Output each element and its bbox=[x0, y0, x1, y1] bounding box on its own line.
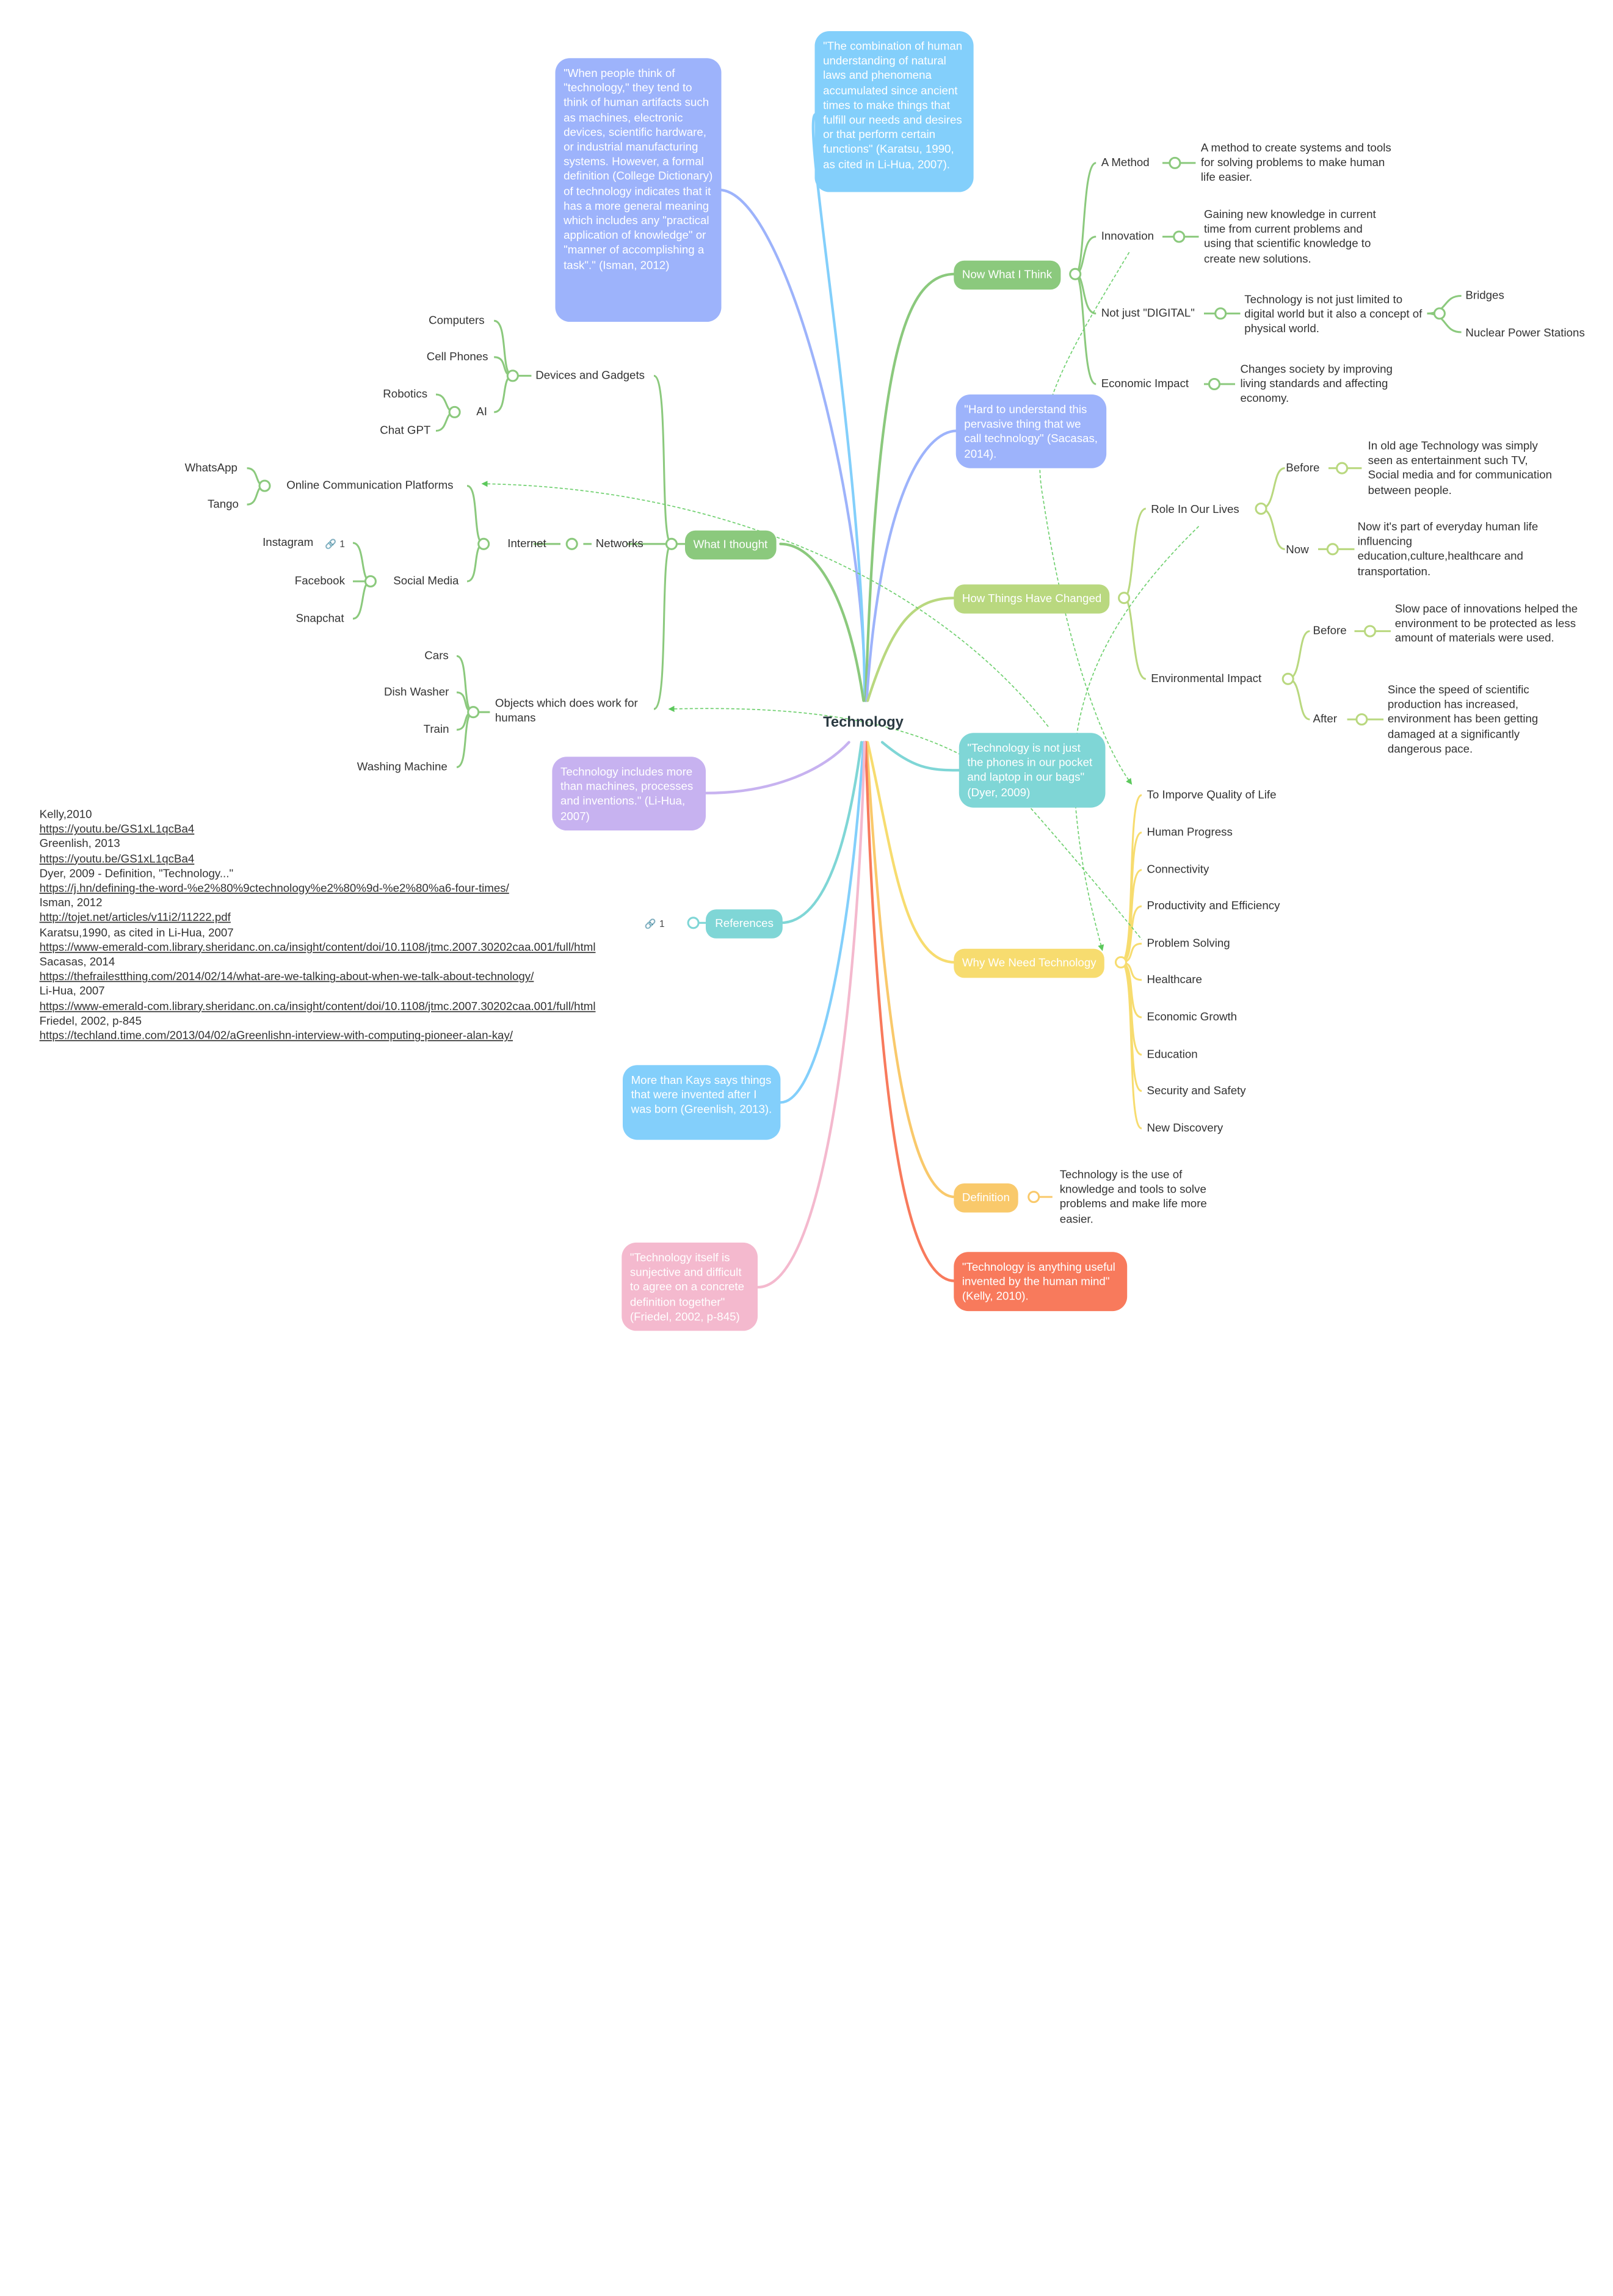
reference-citation: Li-Hua, 2007 bbox=[39, 986, 105, 998]
object-item[interactable]: Washing Machine bbox=[357, 761, 448, 774]
link-count: 1 bbox=[339, 539, 345, 550]
branch-references[interactable]: References bbox=[706, 909, 783, 939]
branch-now-what-i-think[interactable]: Now What I Think bbox=[954, 260, 1060, 290]
innovation-description[interactable]: Gaining new knowledge in current time fr… bbox=[1204, 208, 1376, 266]
reference-link[interactable]: https://techland.time.com/2013/04/02/aGr… bbox=[39, 1030, 513, 1042]
topic-internet[interactable]: Internet bbox=[507, 537, 546, 550]
env-before-description[interactable]: Slow pace of innovations helped the envi… bbox=[1394, 603, 1578, 645]
economic-description[interactable]: Changes society by improving living stan… bbox=[1240, 363, 1393, 405]
need-item[interactable]: Education bbox=[1147, 1048, 1198, 1061]
root-topic[interactable]: Technology bbox=[823, 713, 904, 730]
quote-dyer[interactable]: "Technology is not just the phones in ou… bbox=[959, 733, 1106, 808]
need-item[interactable]: To Imporve Quality of Life bbox=[1147, 789, 1277, 802]
connector-lines bbox=[247, 112, 1462, 1289]
platform-item[interactable]: WhatsApp bbox=[184, 462, 237, 474]
env-after-label[interactable]: After bbox=[1313, 713, 1337, 726]
need-item[interactable]: Security and Safety bbox=[1147, 1084, 1246, 1097]
branch-how-things-have-changed[interactable]: How Things Have Changed bbox=[954, 584, 1110, 614]
topic-role-in-our-lives[interactable]: Role In Our Lives bbox=[1151, 503, 1239, 516]
reference-citation: Greenlish, 2013 bbox=[39, 838, 120, 851]
quote-karatsu[interactable]: "The combination of human understanding … bbox=[814, 31, 974, 192]
reference-link[interactable]: https://youtu.be/GS1xL1qcBa4 bbox=[39, 823, 195, 836]
platform-item[interactable]: Tango bbox=[208, 498, 239, 511]
role-now-label[interactable]: Now bbox=[1286, 543, 1309, 557]
link-count: 1 bbox=[659, 918, 665, 929]
reference-citation: Kelly,2010 bbox=[39, 808, 92, 821]
topic-online-communication-platforms[interactable]: Online Communication Platforms bbox=[286, 479, 454, 492]
reference-link[interactable]: https://www-emerald-com.library.sheridan… bbox=[39, 941, 596, 954]
reference-link[interactable]: https://thefrailestthing.com/2014/02/14/… bbox=[39, 970, 534, 984]
reference-link[interactable]: https://www-emerald-com.library.sheridan… bbox=[39, 1000, 596, 1013]
env-before-label[interactable]: Before bbox=[1313, 625, 1347, 638]
role-before-description[interactable]: In old age Technology was simply seen as… bbox=[1368, 440, 1553, 497]
reference-citation: Karatsu,1990, as cited in Li-Hua, 2007 bbox=[39, 926, 234, 939]
object-item[interactable]: Cars bbox=[424, 650, 449, 663]
reference-link[interactable]: https://j.hn/defining-the-word-%e2%80%9c… bbox=[39, 882, 509, 895]
ai-item[interactable]: Chat GPT bbox=[380, 424, 431, 437]
social-item[interactable]: Facebook bbox=[294, 575, 345, 588]
digital-description[interactable]: Technology is not just limited to digita… bbox=[1244, 294, 1423, 336]
topic-economic-impact[interactable]: Economic Impact bbox=[1101, 377, 1189, 391]
need-item[interactable]: Connectivity bbox=[1147, 863, 1209, 876]
topic-innovation[interactable]: Innovation bbox=[1101, 230, 1154, 243]
reference-citation: Isman, 2012 bbox=[39, 897, 103, 910]
example-bridges[interactable]: Bridges bbox=[1465, 289, 1504, 302]
branch-what-i-thought[interactable]: What I thought bbox=[685, 530, 776, 560]
device-item[interactable]: Cell Phones bbox=[426, 351, 488, 363]
object-item[interactable]: Dish Washer bbox=[384, 686, 449, 699]
topic-objects[interactable]: Objects which does work for humans bbox=[495, 697, 638, 725]
reference-citation: Friedel, 2002, p-845 bbox=[39, 1015, 142, 1028]
quote-friedel[interactable]: "Technology itself is sunjective and dif… bbox=[622, 1242, 758, 1331]
device-item[interactable]: Computers bbox=[429, 314, 485, 327]
topic-devices-and-gadgets[interactable]: Devices and Gadgets bbox=[535, 369, 645, 382]
object-item[interactable]: Train bbox=[423, 723, 449, 736]
topic-environmental-impact[interactable]: Environmental Impact bbox=[1151, 672, 1262, 685]
topic-ai[interactable]: AI bbox=[476, 405, 487, 419]
branch-definition[interactable]: Definition bbox=[954, 1183, 1018, 1213]
social-item[interactable]: Snapchat bbox=[295, 612, 344, 625]
reference-citation: Sacasas, 2014 bbox=[39, 956, 115, 969]
social-item[interactable]: Instagram bbox=[263, 536, 314, 550]
topic-social-media[interactable]: Social Media bbox=[393, 575, 459, 588]
link-icon[interactable]: 🔗 1 bbox=[325, 539, 345, 550]
example-nuclear-power-stations[interactable]: Nuclear Power Stations bbox=[1465, 327, 1585, 340]
need-item[interactable]: Productivity and Efficiency bbox=[1147, 899, 1280, 913]
topic-networks[interactable]: Networks bbox=[595, 537, 643, 550]
role-now-description[interactable]: Now it's part of everyday human life inf… bbox=[1357, 521, 1539, 578]
link-icon[interactable]: 🔗 1 bbox=[644, 918, 665, 929]
need-item[interactable]: Problem Solving bbox=[1147, 937, 1230, 950]
quote-greenlish[interactable]: More than Kays says things that were inv… bbox=[623, 1065, 781, 1140]
reference-link[interactable]: http://tojet.net/articles/v11i2/11222.pd… bbox=[39, 912, 231, 925]
branch-why-we-need-technology[interactable]: Why We Need Technology bbox=[954, 948, 1105, 978]
env-after-description[interactable]: Since the speed of scientific production… bbox=[1387, 684, 1539, 756]
reference-link[interactable]: https://youtu.be/GS1xL1qcBa4 bbox=[39, 852, 195, 866]
method-description[interactable]: A method to create systems and tools for… bbox=[1200, 142, 1391, 184]
quote-sacasas[interactable]: "Hard to understand this pervasive thing… bbox=[955, 394, 1107, 468]
quote-isman[interactable]: "When people think of "technology," they… bbox=[555, 58, 722, 322]
need-item[interactable]: New Discovery bbox=[1147, 1122, 1223, 1135]
ai-item[interactable]: Robotics bbox=[383, 388, 428, 401]
need-item[interactable]: Economic Growth bbox=[1147, 1011, 1238, 1024]
need-item[interactable]: Human Progress bbox=[1147, 826, 1233, 839]
topic-a-method[interactable]: A Method bbox=[1101, 156, 1150, 170]
quote-kelly[interactable]: "Technology is anything useful invented … bbox=[954, 1252, 1128, 1312]
definition-description[interactable]: Technology is the use of knowledge and t… bbox=[1059, 1169, 1207, 1226]
topic-not-just-digital[interactable]: Not just "DIGITAL" bbox=[1101, 307, 1195, 320]
reference-citation: Dyer, 2009 - Definition, "Technology..." bbox=[39, 867, 234, 881]
quote-li-hua[interactable]: Technology includes more than machines, … bbox=[552, 757, 706, 830]
need-item[interactable]: Healthcare bbox=[1147, 973, 1202, 986]
role-before-label[interactable]: Before bbox=[1286, 462, 1320, 474]
